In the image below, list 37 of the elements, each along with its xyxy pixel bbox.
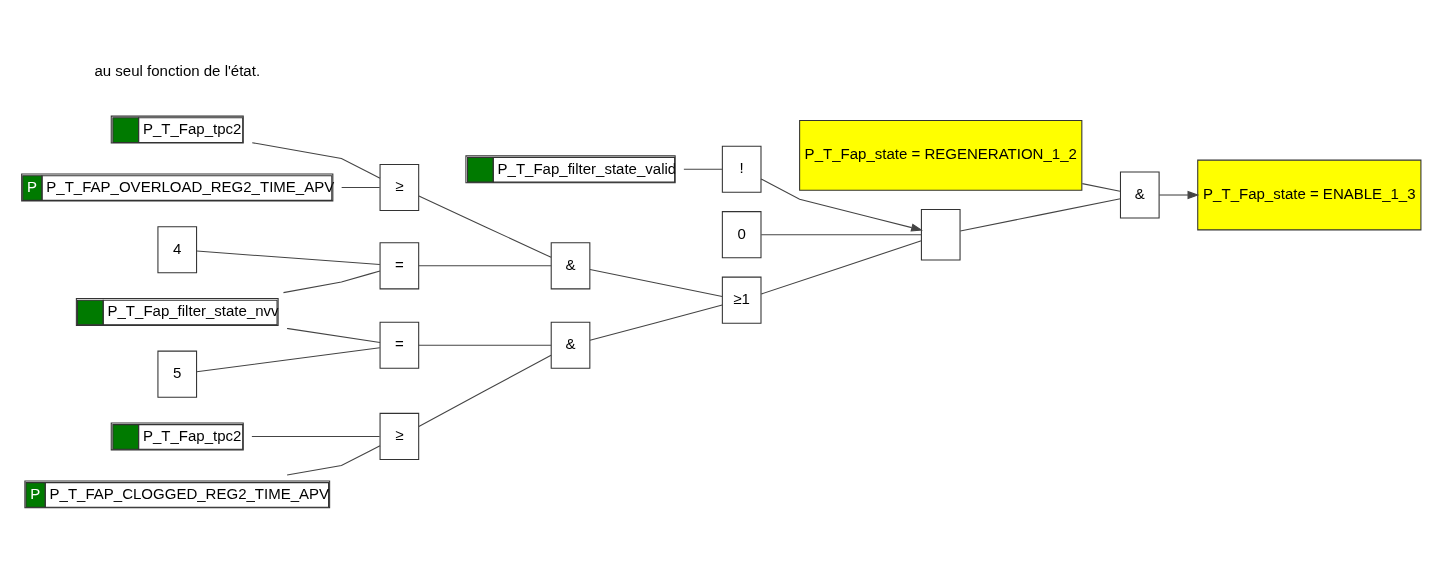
connector — [251, 142, 381, 179]
connector — [1081, 183, 1121, 192]
connector — [418, 265, 552, 267]
connector — [418, 354, 552, 428]
node-box: = — [379, 321, 420, 369]
label: au seul fonction de l'état. — [94, 61, 261, 79]
connector — [196, 250, 381, 265]
connector — [282, 270, 381, 294]
arrow — [1158, 190, 1200, 200]
node-box: P_T_Fap_state = REGENERATION_1_2 — [799, 119, 1083, 191]
connector — [286, 327, 381, 343]
arrow — [760, 178, 923, 232]
node-box: ≥ — [379, 412, 420, 461]
connector — [760, 240, 922, 295]
connector — [760, 234, 922, 236]
node-box — [920, 208, 961, 261]
node-box: P_T_Fap_state = ENABLE_1_3 — [1197, 159, 1422, 231]
node-box: 0 — [721, 211, 762, 259]
connector — [341, 186, 381, 189]
connector — [418, 344, 552, 346]
node-box: ≥ — [379, 163, 420, 212]
node-box: & — [550, 242, 591, 290]
connector — [589, 304, 723, 341]
node-box: ! — [721, 145, 762, 193]
node-box: & — [1119, 171, 1160, 219]
node-box: 5 — [157, 350, 198, 398]
connector — [251, 435, 381, 437]
connector — [286, 445, 381, 476]
connector — [418, 195, 552, 258]
connector — [959, 198, 1121, 232]
node-box: = — [379, 242, 420, 290]
node-box: & — [550, 321, 591, 369]
connector — [683, 168, 723, 170]
node-box: 4 — [157, 226, 198, 274]
connector — [589, 269, 723, 297]
node-box: ≥1 — [721, 276, 762, 324]
connector — [196, 347, 381, 373]
